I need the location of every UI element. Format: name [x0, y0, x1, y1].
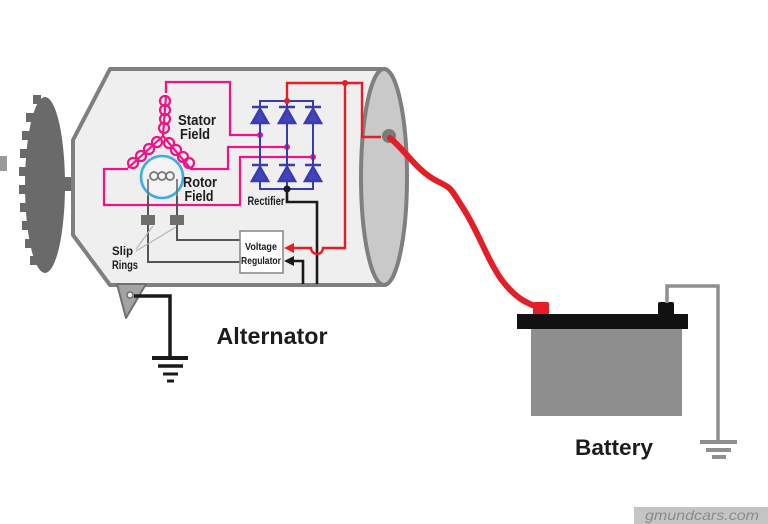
- voltage-regulator-box: [239, 230, 284, 274]
- battery-top-bar: [517, 314, 688, 329]
- rectifier-label: Rectifier: [248, 196, 285, 208]
- regulator-red-arrow: [284, 243, 294, 253]
- rectifier-bridge: [249, 100, 324, 190]
- rotor-winding: [139, 154, 185, 200]
- red-wire-junction-dot: [342, 80, 348, 86]
- pulley-wheel: [25, 97, 65, 273]
- battery-title: Battery: [575, 435, 654, 460]
- alternator-end-cap: [359, 67, 409, 287]
- alternator-pulley: [19, 95, 82, 273]
- bracket-hole: [126, 291, 134, 299]
- regulator-black-arrow: [284, 256, 294, 266]
- slip-rings-label-line2: Rings: [112, 260, 138, 272]
- voltage-regulator-label-line2: Regulator: [241, 256, 281, 267]
- ground-symbol-alternator: [134, 294, 188, 383]
- output-wires: [285, 81, 381, 256]
- rectifier-positive-node: [284, 98, 290, 104]
- battery: [517, 302, 688, 416]
- stator-field-label-line1: Stator: [178, 113, 216, 129]
- rotor-field-label-line1: Rotor: [183, 175, 217, 191]
- watermark: gmundcars.com: [634, 507, 768, 524]
- stator-phase-2-wire: [190, 145, 287, 171]
- battery-body: [531, 329, 682, 416]
- battery-ground-wire: [665, 284, 720, 440]
- rotor-coil-symbol: [147, 171, 178, 196]
- voltage-regulator-label-line1: Voltage: [245, 242, 277, 253]
- watermark-text: gmundcars.com: [645, 507, 759, 523]
- diodes: [249, 105, 324, 183]
- battery-cable: [387, 135, 543, 311]
- belt-stub: [0, 156, 7, 171]
- slip-rings-label-line1: Slip: [112, 246, 133, 258]
- slip-rings-leader-lines: [135, 225, 177, 252]
- slip-rings: [141, 215, 184, 225]
- stator-phase-1-wire: [164, 80, 260, 137]
- rotor-field-label-line2: Field: [185, 189, 214, 205]
- stator-winding: [102, 80, 313, 207]
- battery-positive-terminal: [533, 302, 549, 316]
- ground-symbol-battery: [665, 284, 737, 459]
- stator-field-label-line2: Field: [180, 127, 210, 143]
- rotor-ring: [139, 154, 185, 200]
- alternator-mount-bracket: [116, 283, 147, 319]
- alternator-title: Alternator: [217, 323, 328, 349]
- battery-negative-terminal: [658, 302, 674, 316]
- ground-wires-internal: [285, 189, 319, 284]
- stator-phase-3-wire: [102, 155, 313, 207]
- rectifier-negative-node: [283, 185, 291, 193]
